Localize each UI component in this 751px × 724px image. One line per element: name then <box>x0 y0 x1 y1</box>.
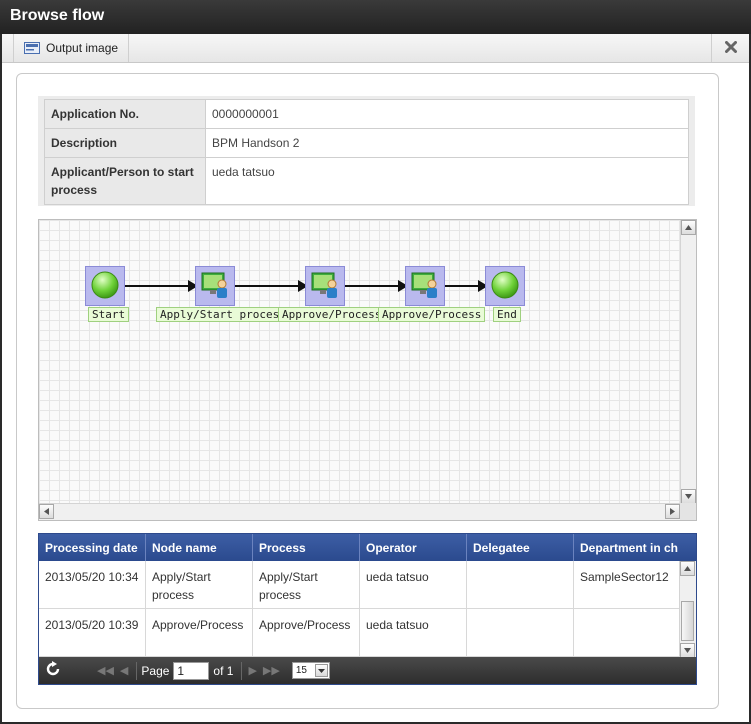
next-page-icon[interactable]: ▶ <box>248 665 257 677</box>
cell-processing-date: 2013/05/20 10:34 <box>39 561 146 608</box>
flow-node-label: End <box>493 307 521 322</box>
cell-operator: ueda tatsuo <box>360 561 467 608</box>
info-label: Applicant/Person to start process <box>44 157 206 205</box>
grid-header: Processing date Node name Process Operat… <box>39 534 696 561</box>
grid-pager: ◀◀ ◀ Page of 1 ▶ ▶▶ 15 <box>39 657 696 684</box>
user-task-icon <box>310 270 340 303</box>
refresh-icon <box>45 661 61 680</box>
cell-delegatee <box>467 609 574 656</box>
column-header-delegatee[interactable]: Delegatee <box>467 534 574 561</box>
cell-operator: ueda tatsuo <box>360 609 467 656</box>
flow-node-label: Start <box>88 307 130 322</box>
application-info-table: Application No. 0000000001 Description B… <box>44 99 689 205</box>
output-image-button[interactable]: Output image <box>13 34 130 62</box>
scroll-left-button[interactable] <box>39 504 54 519</box>
process-history-grid: Processing date Node name Process Operat… <box>38 533 697 685</box>
cell-process: Apply/Start process <box>253 561 360 608</box>
cell-processing-date: 2013/05/20 10:39 <box>39 609 146 656</box>
scroll-up-button[interactable] <box>681 220 696 235</box>
grid-scroll-down-button[interactable] <box>680 643 695 658</box>
application-info: Application No. 0000000001 Description B… <box>38 96 695 206</box>
scroll-right-button[interactable] <box>665 504 680 519</box>
cell-department: SampleSector12 <box>580 570 669 584</box>
scrollbar-corner <box>680 503 696 520</box>
column-header-department[interactable]: Department in ch <box>574 534 696 561</box>
image-export-icon <box>24 42 40 54</box>
cell-process: Approve/Process <box>253 609 360 656</box>
cell-delegatee <box>467 561 574 608</box>
window-titlebar: Browse flow <box>0 0 751 34</box>
prev-page-icon[interactable]: ◀ <box>119 665 129 677</box>
user-task-icon <box>200 270 230 303</box>
flow-canvas[interactable]: Start Apply/Start process Approve/Proces… <box>38 219 697 521</box>
application-no-value: 0000000001 <box>205 99 689 129</box>
toolbar: Output image <box>2 34 749 63</box>
cell-node-name: Approve/Process <box>146 609 253 656</box>
flow-node-label: Apply/Start process <box>156 307 290 322</box>
flow-node-label: Approve/Process <box>378 307 486 322</box>
cell-node-name: Apply/Start process <box>146 561 253 608</box>
column-header-process[interactable]: Process <box>253 534 360 561</box>
flow-arrow <box>125 280 198 292</box>
start-node-icon <box>90 270 120 303</box>
flow-node-start[interactable] <box>85 266 125 306</box>
page-label: Page <box>141 663 170 678</box>
applicant-value: ueda tatsuo <box>205 157 689 205</box>
flow-node-approve-2[interactable] <box>405 266 445 306</box>
pager-separator <box>241 661 243 680</box>
window-frame-right <box>749 34 751 724</box>
info-label: Description <box>44 128 206 158</box>
flow-node-label: Approve/Process <box>278 307 386 322</box>
column-header-node-name[interactable]: Node name <box>146 534 253 561</box>
flow-node-approve-1[interactable] <box>305 266 345 306</box>
flow-arrow <box>235 280 308 292</box>
table-row[interactable]: 2013/05/20 10:34 Apply/Start process App… <box>39 561 681 609</box>
pager-separator <box>136 661 138 680</box>
info-row-application-no: Application No. 0000000001 <box>44 99 689 129</box>
end-node-icon <box>490 270 520 303</box>
window-frame-left <box>0 34 2 724</box>
column-header-processing-date[interactable]: Processing date <box>39 534 146 561</box>
page-number-input[interactable] <box>173 661 210 680</box>
window-title: Browse flow <box>10 7 105 24</box>
output-image-label: Output image <box>46 41 119 55</box>
chevron-down-icon <box>314 664 328 677</box>
grid-body: 2013/05/20 10:34 Apply/Start process App… <box>39 561 681 658</box>
column-header-operator[interactable]: Operator <box>360 534 467 561</box>
info-label: Application No. <box>44 99 206 129</box>
page-count-label: of 1 <box>213 663 234 678</box>
flow-node-apply-start[interactable] <box>195 266 235 306</box>
canvas-vertical-scrollbar[interactable] <box>680 220 696 504</box>
info-row-description: Description BPM Handson 2 <box>44 128 689 158</box>
flow-arrow <box>445 280 488 292</box>
user-task-icon <box>410 270 440 303</box>
cell-department <box>574 609 681 656</box>
window-frame-bottom <box>0 722 751 724</box>
page-size-select[interactable]: 15 <box>291 662 330 679</box>
description-value: BPM Handson 2 <box>205 128 689 158</box>
last-page-icon[interactable]: ▶▶ <box>262 665 280 677</box>
scroll-down-button[interactable] <box>681 489 696 504</box>
grid-vertical-scrollbar[interactable] <box>679 561 696 658</box>
flow-arrow <box>345 280 408 292</box>
table-row[interactable]: 2013/05/20 10:39 Approve/Process Approve… <box>39 609 681 657</box>
page-size-value: 15 <box>295 665 307 676</box>
info-row-applicant: Applicant/Person to start process ueda t… <box>44 157 689 205</box>
close-icon <box>724 40 737 56</box>
flow-node-end[interactable] <box>485 266 525 306</box>
first-page-icon[interactable]: ◀◀ <box>97 665 114 677</box>
canvas-horizontal-scrollbar[interactable] <box>39 503 680 520</box>
refresh-button[interactable] <box>43 661 63 681</box>
close-button[interactable] <box>711 34 749 62</box>
grid-scroll-thumb[interactable] <box>681 601 694 641</box>
grid-scroll-up-button[interactable] <box>680 561 695 576</box>
